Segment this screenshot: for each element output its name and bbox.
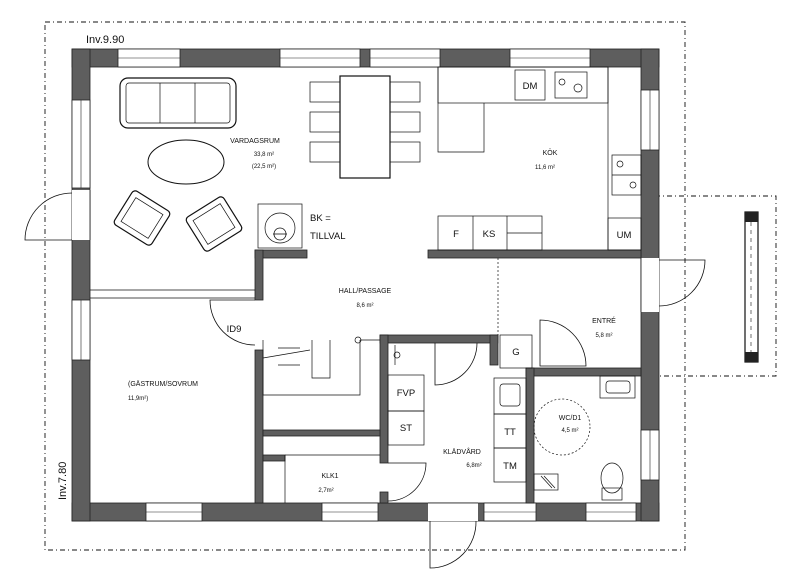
fixture-fvp: FVP bbox=[397, 388, 415, 399]
room-label-kladvard: KLÄDVÅRD bbox=[443, 447, 481, 456]
fixture-tm: TM bbox=[503, 461, 517, 472]
room-label-hall: HALL/PASSAGE bbox=[339, 288, 392, 295]
outer-walls bbox=[71, 48, 660, 522]
coffee-table bbox=[147, 139, 225, 185]
toilet bbox=[600, 462, 624, 501]
room-label-entre: ENTRÉ bbox=[592, 316, 616, 325]
room-label-kok: KÖK bbox=[543, 149, 558, 157]
oven-unit-box bbox=[607, 217, 642, 251]
room-label-gastrum: (GÄSTRUM/SOVRUM bbox=[128, 380, 198, 388]
right-door-swing bbox=[658, 259, 706, 307]
wc-sink bbox=[599, 375, 636, 399]
sofa bbox=[119, 77, 237, 129]
windows bbox=[71, 48, 660, 522]
kitchen-island bbox=[437, 215, 543, 251]
room-label-klk: KLK1 bbox=[321, 473, 338, 480]
room-label-vardagsrum: VARDAGSRUM bbox=[230, 138, 280, 145]
fixture-f: F bbox=[453, 229, 459, 240]
dimension-boundary bbox=[44, 21, 686, 551]
fixture-g: G bbox=[512, 347, 519, 358]
fvp-st-stack bbox=[387, 374, 425, 446]
room-area-alt-vardagsrum: (22,5 m²) bbox=[252, 164, 276, 170]
porch-post bbox=[744, 211, 759, 363]
armchair-right bbox=[185, 196, 243, 252]
bedroom-door-swing bbox=[209, 299, 256, 346]
bk-label-line2: TILLVAL bbox=[310, 231, 346, 242]
dining-table bbox=[309, 75, 421, 179]
door-id9: ID9 bbox=[227, 324, 242, 335]
bottom-door-swing bbox=[429, 520, 477, 569]
room-area-vardagsrum: 33,8 m² bbox=[254, 152, 274, 158]
fixture-ks: KS bbox=[483, 229, 496, 240]
fixture-dm: DM bbox=[523, 81, 538, 92]
room-area-gastrum: 11,9m²) bbox=[128, 396, 148, 402]
room-area-kladvard: 6,8m² bbox=[466, 463, 481, 469]
klk-door-swing bbox=[387, 462, 427, 502]
room-label-wc: WC/D1 bbox=[559, 415, 582, 422]
kladvard-door-swing bbox=[434, 342, 478, 386]
fixture-tt: TT bbox=[504, 427, 516, 438]
floor-drain bbox=[533, 473, 559, 491]
width-dimension: Inv.9.90 bbox=[86, 34, 124, 46]
fixture-st: ST bbox=[400, 423, 412, 434]
room-area-kok: 11,6 m² bbox=[535, 165, 555, 171]
shower-area bbox=[533, 398, 591, 456]
kitchen-counter bbox=[437, 66, 609, 153]
stove bbox=[611, 154, 642, 196]
bk-label-line1: BK = bbox=[310, 213, 331, 224]
outer-door-openings bbox=[72, 190, 659, 521]
room-area-hall: 8,6 m² bbox=[356, 303, 373, 309]
left-door-swing bbox=[24, 192, 73, 241]
hall-closet bbox=[262, 336, 380, 396]
armchair-left bbox=[113, 190, 171, 246]
depth-dimension: Inv.7.80 bbox=[57, 462, 69, 500]
room-area-wc: 4,5 m² bbox=[561, 428, 578, 434]
radiator-marker bbox=[393, 345, 401, 365]
room-area-klk: 2,7m² bbox=[318, 488, 333, 494]
fixture-um: UM bbox=[617, 230, 632, 241]
laundry-units bbox=[493, 377, 527, 483]
fireplace bbox=[257, 203, 303, 249]
g-cabinet bbox=[499, 334, 533, 369]
entre-door-swing bbox=[539, 319, 587, 367]
interior-walls bbox=[254, 249, 642, 504]
room-area-entre: 5,8 m² bbox=[595, 333, 612, 339]
